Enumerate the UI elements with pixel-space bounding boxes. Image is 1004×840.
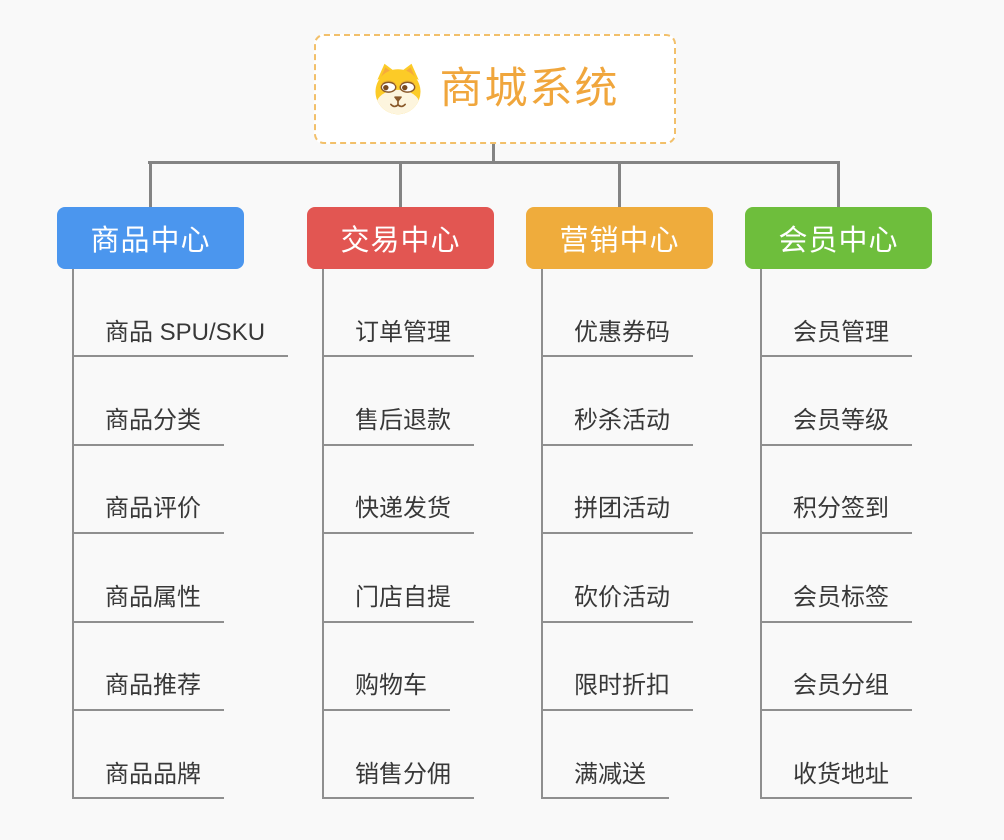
root-title: 商城系统 [439, 64, 620, 113]
connector-drop-product [149, 161, 152, 208]
leaf-label: 售后退款 [324, 407, 474, 446]
leaf-item[interactable]: 限时折扣 [543, 623, 783, 711]
branch-children-product: 商品 SPU/SKU 商品分类 商品评价 商品属性 商品推荐 商品品牌 [72, 269, 314, 800]
leaf-label: 商品分类 [74, 407, 224, 446]
leaf-item[interactable]: 商品属性 [74, 534, 314, 623]
leaf-label: 商品评价 [74, 495, 224, 535]
leaf-label: 购物车 [324, 672, 450, 711]
leaf-label: 会员标签 [762, 584, 912, 623]
leaf-item[interactable]: 售后退款 [324, 357, 564, 446]
leaf-label: 商品属性 [74, 584, 224, 623]
leaf-item[interactable]: 优惠券码 [543, 269, 783, 358]
leaf-label: 快递发货 [324, 495, 474, 535]
leaf-label: 门店自提 [324, 584, 474, 623]
leaf-item[interactable]: 砍价活动 [543, 534, 783, 623]
leaf-item[interactable]: 门店自提 [324, 534, 564, 623]
root-node[interactable]: 商城系统 [314, 34, 676, 144]
leaf-label: 拼团活动 [543, 495, 693, 535]
leaf-label: 商品 SPU/SKU [74, 319, 289, 358]
leaf-label: 销售分佣 [324, 761, 474, 800]
branch-node-product[interactable]: 商品中心 [57, 207, 244, 269]
connector-drop-marketing [618, 161, 621, 208]
leaf-item[interactable]: 订单管理 [324, 269, 564, 358]
leaf-label: 积分签到 [762, 495, 912, 535]
leaf-label: 限时折扣 [543, 672, 693, 711]
connector-root-stem [492, 142, 495, 164]
branch-children-trade: 订单管理 售后退款 快递发货 门店自提 购物车 销售分佣 [322, 269, 564, 800]
branch-node-marketing[interactable]: 营销中心 [526, 207, 713, 269]
dog-face-icon [371, 62, 425, 116]
leaf-item[interactable]: 积分签到 [762, 446, 1002, 535]
connector-drop-member [837, 161, 840, 208]
leaf-label: 优惠券码 [543, 319, 693, 358]
leaf-item[interactable]: 秒杀活动 [543, 357, 783, 446]
leaf-label: 订单管理 [324, 319, 474, 358]
leaf-label: 会员管理 [762, 319, 912, 358]
leaf-item[interactable]: 商品 SPU/SKU [74, 269, 314, 358]
leaf-item[interactable]: 商品分类 [74, 357, 314, 446]
branch-children-marketing: 优惠券码 秒杀活动 拼团活动 砍价活动 限时折扣 满减送 [541, 269, 783, 800]
branch-node-trade[interactable]: 交易中心 [307, 207, 494, 269]
leaf-item[interactable]: 销售分佣 [324, 711, 564, 800]
leaf-label: 会员分组 [762, 672, 912, 711]
leaf-label: 商品品牌 [74, 761, 224, 800]
branch-children-member: 会员管理 会员等级 积分签到 会员标签 会员分组 收货地址 [760, 269, 1002, 800]
leaf-item[interactable]: 会员分组 [762, 623, 1002, 711]
connector-horizontal-line [148, 161, 840, 164]
leaf-item[interactable]: 购物车 [324, 623, 564, 711]
leaf-item[interactable]: 会员等级 [762, 357, 1002, 446]
leaf-label: 砍价活动 [543, 584, 693, 623]
leaf-item[interactable]: 会员管理 [762, 269, 1002, 358]
leaf-item[interactable]: 快递发货 [324, 446, 564, 535]
leaf-item[interactable]: 商品品牌 [74, 711, 314, 800]
leaf-item[interactable]: 满减送 [543, 711, 783, 800]
leaf-item[interactable]: 商品评价 [74, 446, 314, 535]
leaf-label: 会员等级 [762, 407, 912, 446]
leaf-item[interactable]: 拼团活动 [543, 446, 783, 535]
leaf-label: 收货地址 [762, 761, 912, 800]
branch-node-member[interactable]: 会员中心 [745, 207, 932, 269]
leaf-item[interactable]: 收货地址 [762, 711, 1002, 800]
leaf-label: 商品推荐 [74, 672, 224, 711]
leaf-label: 秒杀活动 [543, 407, 693, 446]
leaf-label: 满减送 [543, 761, 669, 800]
leaf-item[interactable]: 商品推荐 [74, 623, 314, 711]
connector-drop-trade [399, 161, 402, 208]
leaf-item[interactable]: 会员标签 [762, 534, 1002, 623]
